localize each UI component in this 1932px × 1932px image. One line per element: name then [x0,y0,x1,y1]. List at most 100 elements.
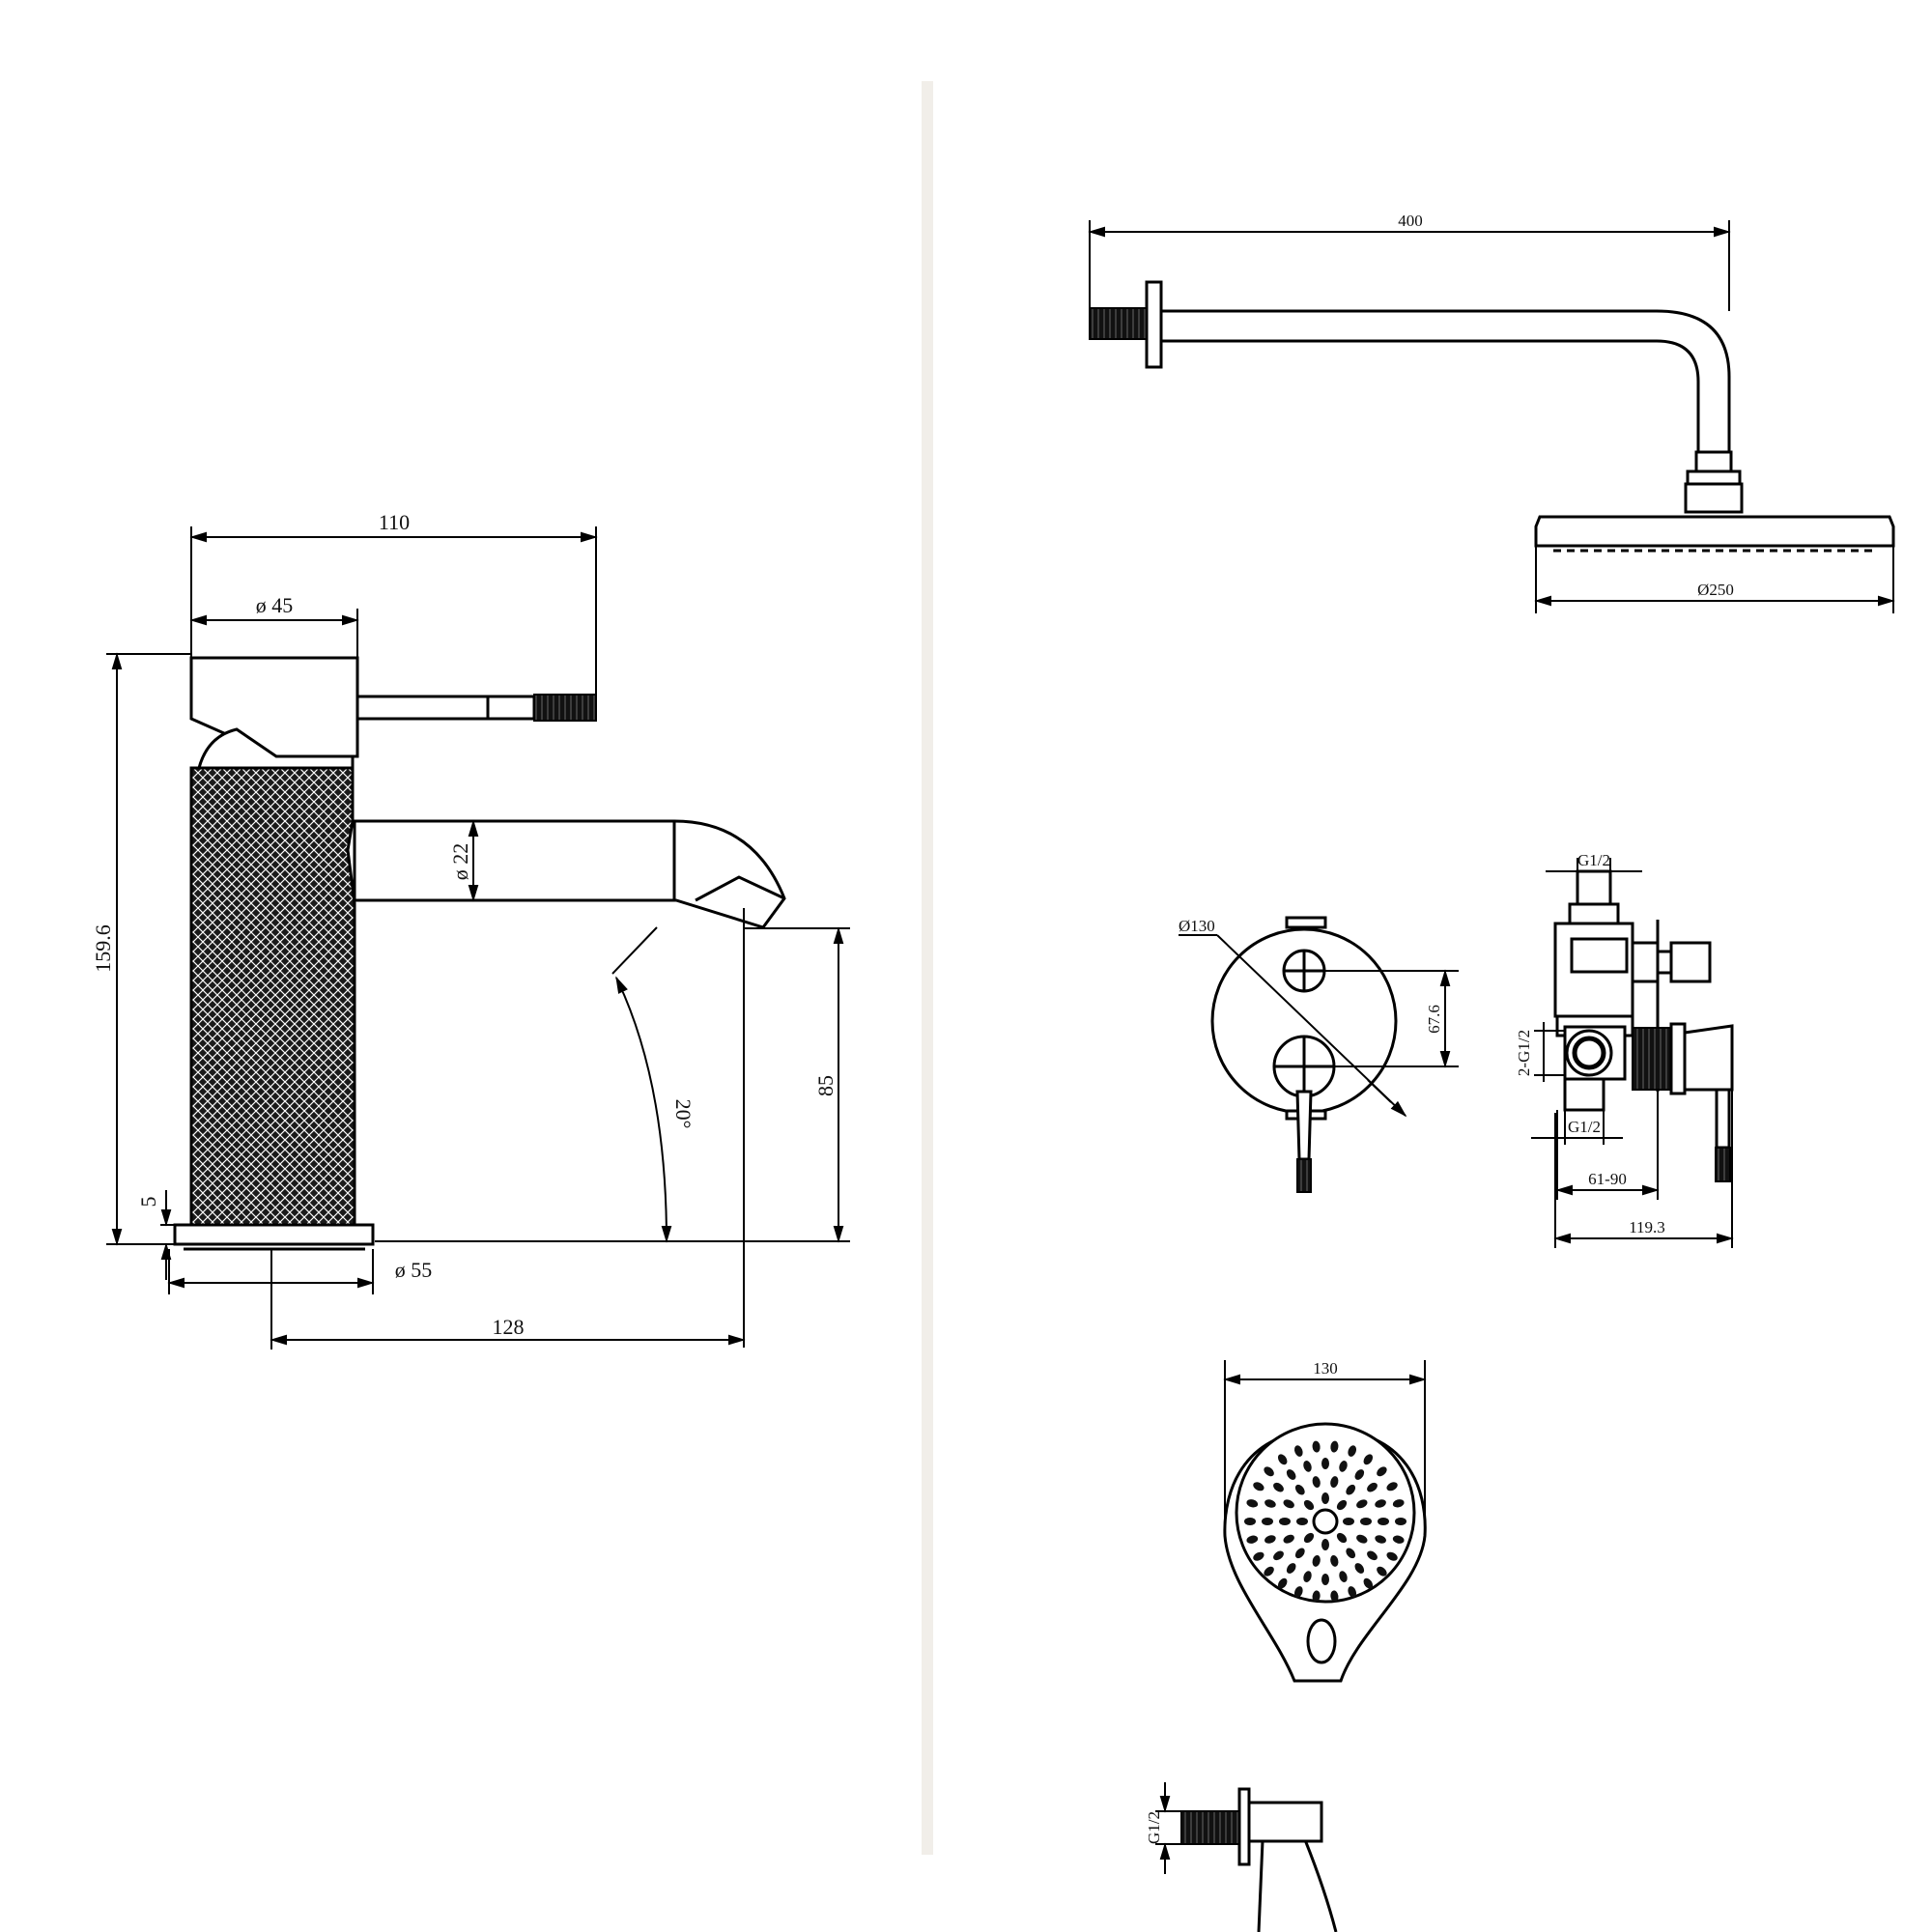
side-handle [1683,1024,1734,1092]
head-connector [1684,482,1744,514]
lever-grip-knurl [533,694,597,722]
dim-plate-diameter: Ø130 [1179,917,1215,935]
spray-nozzle [1321,1574,1329,1585]
spray-nozzle [1303,1532,1315,1544]
spray-nozzle [1330,1590,1339,1603]
spray-nozzle [1253,1482,1264,1492]
spray-nozzle [1312,1440,1321,1453]
dim-head-width: 130 [1313,1359,1338,1378]
diverter-front-view: Ø130 67.6 [1179,916,1459,1193]
panel-divider [922,81,933,1855]
dim-base-thickness: 5 [136,1197,160,1208]
wall-outlet-elbow [1247,1801,1323,1843]
dim-height: 159.6 [91,924,115,973]
dim-handle-diameter: ø 45 [256,593,294,617]
side-lever-grip [1715,1147,1731,1182]
spray-nozzle [1264,1466,1274,1477]
spray-nozzle [1354,1469,1365,1480]
spray-nozzle [1356,1534,1368,1544]
wall-flange [1145,280,1163,369]
spray-nozzle [1246,1535,1259,1544]
spray-nozzle [1367,1550,1378,1561]
spray-nozzle [1339,1461,1348,1472]
spray-nozzle [1392,1499,1405,1508]
dim-bottom-inlet: G1/2 [1568,1118,1601,1136]
spray-nozzle [1294,1548,1305,1559]
dim-arm-length: 400 [1398,212,1423,230]
front-lever [1295,1090,1313,1161]
spray-nozzle [1264,1566,1274,1577]
spray-nozzle [1246,1499,1259,1508]
side-inlet-port [1572,1036,1606,1070]
spray-nozzle [1321,1539,1329,1550]
spray-nozzle [1312,1590,1321,1603]
dim-reach: 128 [493,1315,525,1339]
spray-nozzle [1367,1482,1378,1492]
spray-nozzle [1321,1458,1329,1469]
spray-nozzle [1303,1461,1312,1472]
shower-arm [1159,309,1731,454]
outlet-thread [1180,1810,1240,1845]
spray-nozzle [1294,1484,1305,1495]
spray-nozzle [1395,1518,1406,1525]
spray-nozzle [1264,1499,1276,1508]
spray-nozzle [1283,1534,1294,1544]
diverter-side-view: G1/2 2-G1/2 G1/2 61-90 119.3 [1515,851,1734,1248]
shower-arm-drawing: 400 Ø250 [1088,212,1895,613]
spray-nozzle [1348,1445,1357,1457]
spray-nozzle [1312,1476,1321,1489]
dim-base-diameter: ø 55 [395,1258,433,1282]
mixer-base [173,1223,375,1246]
mixer-spout [353,819,786,929]
spray-nozzle [1386,1551,1398,1561]
dim-valve-spacing: 67.6 [1425,1005,1443,1034]
spray-nozzle [1321,1492,1329,1504]
spray-nozzle [1363,1577,1374,1589]
dim-wall-depth: 61-90 [1588,1170,1627,1188]
spray-nozzle [1375,1535,1386,1544]
spray-nozzle [1378,1518,1389,1525]
dim-side-inlet: 2-G1/2 [1515,1030,1533,1076]
spray-nozzle [1339,1571,1348,1582]
spray-nozzle [1343,1518,1354,1525]
spray-nozzle [1363,1454,1374,1465]
spray-nozzle [1303,1571,1312,1582]
spray-nozzle [1348,1586,1357,1598]
basin-mixer-drawing: 110 ø 45 159.6 ø 22 85 20° 5 ø 55 [91,510,850,1350]
dim-top-inlet: G1/2 [1577,851,1610,869]
dim-overall-depth: 119.3 [1629,1218,1665,1236]
spray-nozzle [1354,1563,1365,1574]
mode-button [1306,1618,1337,1664]
spray-nozzle [1330,1476,1339,1489]
spray-nozzles [1244,1440,1406,1603]
spray-nozzle [1377,1466,1387,1477]
spray-nozzle [1336,1532,1348,1544]
spray-nozzle [1293,1586,1303,1598]
spray-nozzle [1377,1566,1387,1577]
cartridge-thread [1632,1027,1672,1091]
dim-head-diameter: Ø250 [1697,581,1734,599]
spray-nozzle [1277,1577,1288,1589]
spray-nozzle [1312,1554,1321,1567]
spray-nozzle [1273,1482,1284,1492]
spray-nozzle [1375,1499,1386,1508]
spray-nozzle [1392,1535,1405,1544]
dim-spout-diameter: ø 22 [448,843,472,881]
spray-nozzle [1330,1554,1339,1567]
spray-nozzle [1360,1518,1372,1525]
hand-shower-drawing: 130 G1/2 [1145,1359,1427,1932]
arm-thread-end [1089,307,1148,340]
dim-spout-height: 85 [813,1075,838,1096]
spray-nozzle [1296,1518,1308,1525]
dim-overall-length: 110 [379,510,410,534]
dim-swivel-angle: 20° [671,1099,696,1129]
spray-nozzle [1286,1563,1296,1574]
spray-nozzle [1279,1518,1291,1525]
spray-nozzle [1244,1518,1256,1525]
spray-nozzle [1264,1535,1276,1544]
spray-nozzle [1346,1548,1356,1559]
knurled-body [189,766,356,1227]
spray-nozzle [1293,1445,1303,1457]
spray-nozzle [1336,1499,1348,1511]
